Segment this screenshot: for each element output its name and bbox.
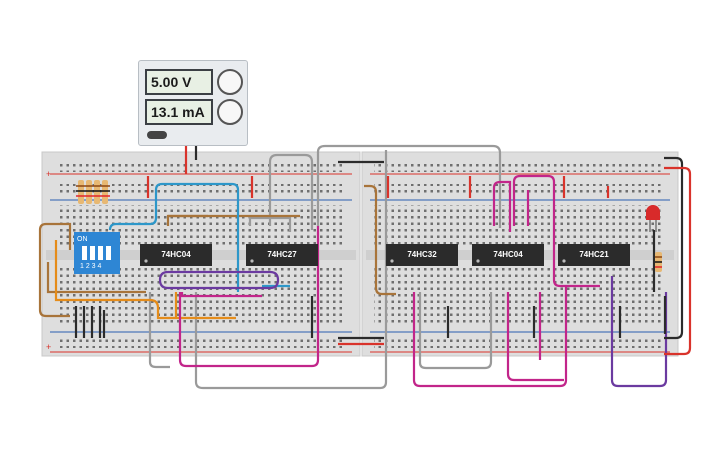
wires-magenta bbox=[178, 174, 600, 388]
power-switch[interactable] bbox=[147, 131, 167, 139]
chip-74hc32 bbox=[386, 244, 458, 266]
wires-purple bbox=[158, 270, 668, 388]
voltage-display: 5.00 V bbox=[145, 69, 213, 95]
led-red bbox=[646, 205, 660, 232]
wires-brown bbox=[38, 184, 396, 318]
chip-label: 74HC04 bbox=[161, 250, 191, 259]
current-knob[interactable] bbox=[217, 99, 243, 125]
dip-on-label: ON bbox=[77, 236, 88, 243]
dip-numbers: 1 2 3 4 bbox=[80, 263, 102, 270]
ic-chips bbox=[140, 244, 630, 266]
chip-74hc04-a bbox=[140, 244, 212, 266]
chip-74hc04-b bbox=[472, 244, 544, 266]
chip-label: 74HC04 bbox=[493, 250, 523, 259]
wires-orange bbox=[54, 240, 236, 320]
svg-text:+: + bbox=[46, 169, 51, 179]
dip-switch[interactable] bbox=[74, 232, 120, 274]
chip-74hc21 bbox=[558, 244, 630, 266]
svg-text:+: + bbox=[46, 342, 51, 352]
hole-grid bbox=[56, 160, 664, 348]
chip-74hc27 bbox=[246, 244, 318, 266]
chip-label: 74HC21 bbox=[579, 250, 609, 259]
chip-label: 74HC32 bbox=[407, 250, 437, 259]
wires-gray bbox=[148, 144, 502, 390]
current-display: 13.1 mA bbox=[145, 99, 213, 125]
short-jumpers bbox=[74, 160, 622, 346]
voltage-knob[interactable] bbox=[217, 69, 243, 95]
resistors bbox=[76, 180, 662, 272]
power-supply: 5.00 V 13.1 mA bbox=[138, 60, 248, 146]
power-rails: + + bbox=[46, 169, 670, 353]
chip-label: 74HC27 bbox=[267, 250, 297, 259]
